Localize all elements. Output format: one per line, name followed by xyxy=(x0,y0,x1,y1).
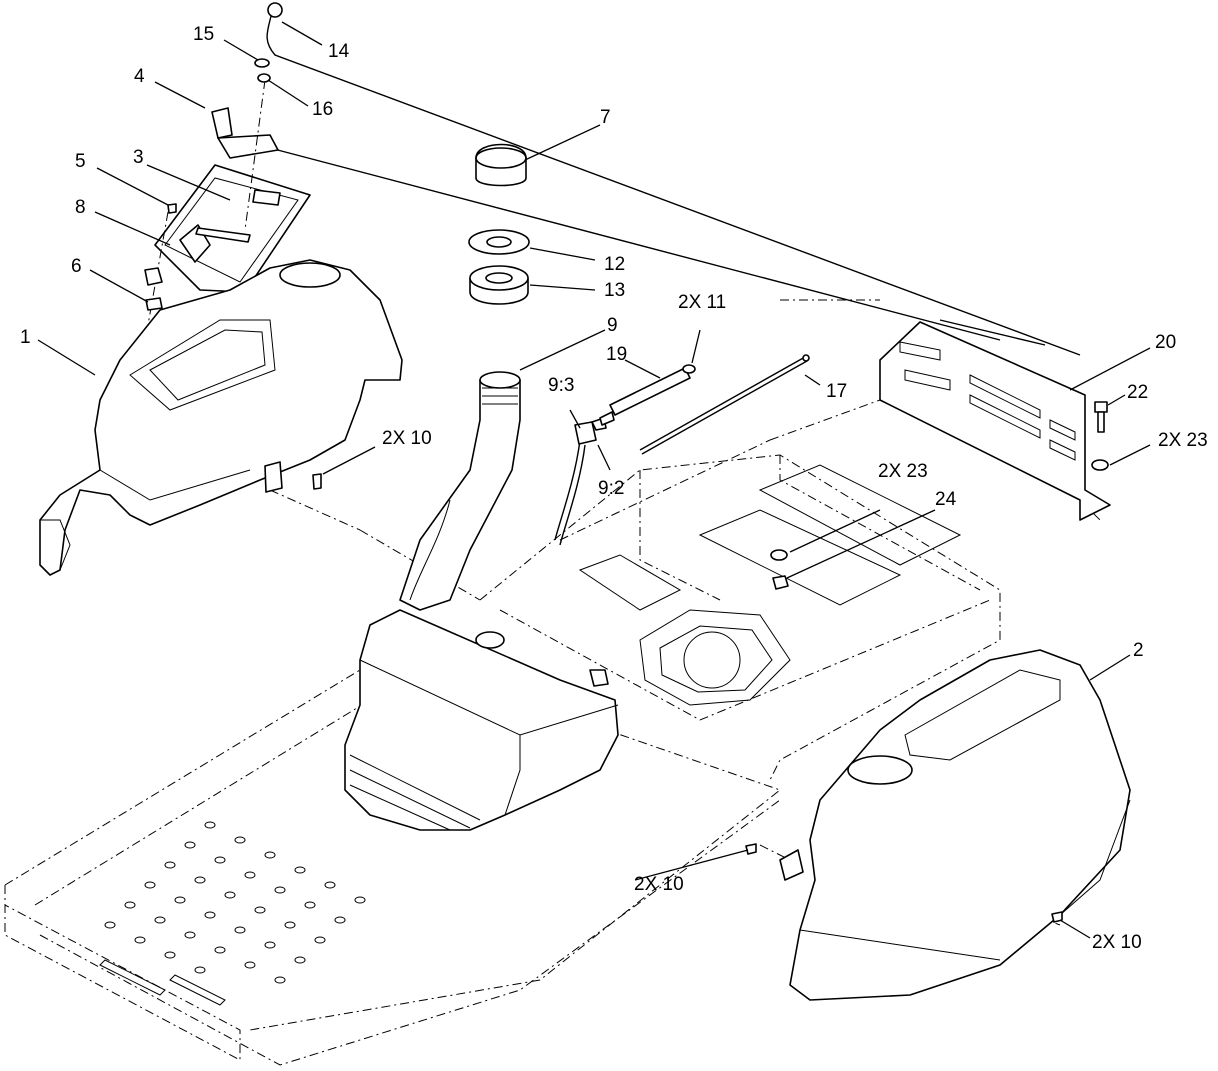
callout-11: 2X 11 xyxy=(678,292,726,313)
callout-14: 14 xyxy=(328,41,350,62)
callout-7: 7 xyxy=(600,107,611,128)
callout-1: 1 xyxy=(20,327,31,348)
floor-pan-holes xyxy=(99,821,366,1006)
callout-20: 20 xyxy=(1155,332,1176,353)
chassis-frame xyxy=(4,299,1101,1066)
right-fender-pod xyxy=(779,649,1131,1001)
callout-5: 5 xyxy=(75,151,86,172)
callout-10-a: 2X 10 xyxy=(382,428,432,449)
screws-10 xyxy=(312,473,1063,923)
left-fender-pod xyxy=(39,259,403,576)
callout-13: 13 xyxy=(604,280,625,301)
bolt-22 xyxy=(1094,401,1108,433)
fuel-tank xyxy=(344,609,619,831)
callout-23-b: 2X 23 xyxy=(878,461,928,482)
callout-15: 15 xyxy=(193,24,214,45)
callout-19: 19 xyxy=(606,344,627,365)
rod-17 xyxy=(639,354,810,455)
callout-9-3: 9:3 xyxy=(548,375,574,396)
screw-5 xyxy=(167,203,177,214)
callout-3: 3 xyxy=(133,147,144,168)
gasket-12 xyxy=(468,229,530,255)
washer-23 xyxy=(770,459,1109,561)
callout-22: 22 xyxy=(1127,382,1148,403)
vent-hose xyxy=(599,364,696,426)
control-panel-3 xyxy=(139,79,311,371)
washers-15-16 xyxy=(254,58,271,83)
callout-12: 12 xyxy=(604,254,625,275)
callout-23-a: 2X 23 xyxy=(1158,430,1208,451)
leader-lines xyxy=(37,21,1151,939)
fuel-cap-7 xyxy=(475,143,527,187)
side-plate-20 xyxy=(879,321,1111,521)
callout-24: 24 xyxy=(935,489,957,510)
grommet-13 xyxy=(469,265,529,305)
callout-4: 4 xyxy=(134,66,145,87)
callout-8: 8 xyxy=(75,197,86,218)
nut-6 xyxy=(145,297,163,311)
callout-2: 2 xyxy=(1133,640,1144,661)
callout-10-c: 2X 10 xyxy=(1092,932,1142,953)
callout-6: 6 xyxy=(71,256,82,277)
nut-24 xyxy=(772,575,789,590)
callout-10-b: 2X 10 xyxy=(634,874,684,895)
filler-neck-hose xyxy=(399,371,521,611)
control-cables xyxy=(266,2,1081,356)
callout-9-2: 9:2 xyxy=(598,478,624,499)
callout-labels: 1 2 3 4 5 6 7 8 9 2X 10 2X 10 2X 10 2X 1… xyxy=(20,24,1208,953)
callout-9: 9 xyxy=(607,315,618,336)
callout-16: 16 xyxy=(312,99,333,120)
callout-17: 17 xyxy=(826,381,847,402)
